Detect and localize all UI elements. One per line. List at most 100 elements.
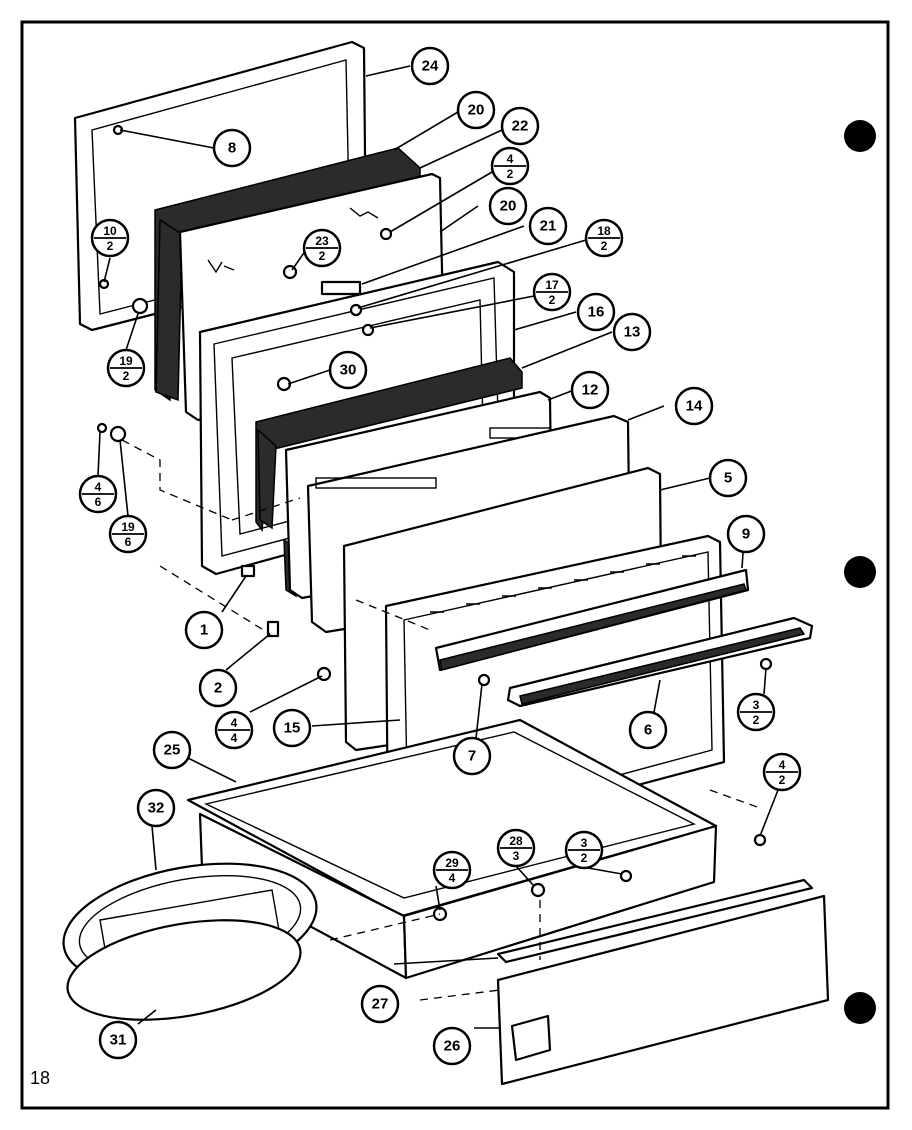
callout-denominator: 2 <box>107 239 114 253</box>
callout-label: 25 <box>164 742 181 759</box>
callout-label: 30 <box>340 362 357 379</box>
callout-label: 26 <box>444 1038 461 1055</box>
callout-label: 16 <box>588 304 605 321</box>
callout-circle <box>410 46 450 86</box>
callout-c13: 13 <box>612 312 652 352</box>
callout-numerator: 4 <box>95 480 102 494</box>
callout-circle <box>328 350 368 390</box>
callout-circle <box>488 186 528 226</box>
callout-label: 31 <box>110 1032 127 1049</box>
callout-denominator: 3 <box>513 849 520 863</box>
callout-circle <box>456 90 496 130</box>
callout-numerator: 3 <box>753 698 760 712</box>
callout-circle <box>452 736 492 776</box>
callout-label: 14 <box>686 398 703 415</box>
callout-c5: 5 <box>708 458 748 498</box>
callout-denominator: 4 <box>231 731 238 745</box>
callout-c23-2: 232 <box>302 228 342 268</box>
callout-denominator: 2 <box>123 369 130 383</box>
part-6-trim <box>506 616 814 708</box>
callout-label: 27 <box>372 996 389 1013</box>
callout-numerator: 4 <box>231 716 238 730</box>
callout-circle <box>432 1026 472 1066</box>
callout-label: 6 <box>644 722 652 739</box>
hardware-screws <box>96 124 773 922</box>
callout-c20b: 20 <box>488 186 528 226</box>
callout-circle <box>184 610 224 650</box>
callout-circle <box>674 386 714 426</box>
callout-c3-2b: 32 <box>564 830 604 870</box>
callout-circle <box>212 128 252 168</box>
page-number: 18 <box>30 1068 51 1088</box>
callout-c19-2: 192 <box>106 348 146 388</box>
callout-c8: 8 <box>212 128 252 168</box>
callout-c17-2: 172 <box>532 272 572 312</box>
callout-circle <box>708 458 748 498</box>
callout-label: 1 <box>200 622 208 639</box>
callout-c1: 1 <box>184 610 224 650</box>
callout-c6: 6 <box>628 710 668 750</box>
callout-c24: 24 <box>410 46 450 86</box>
callout-denominator: 2 <box>601 239 608 253</box>
callout-label: 24 <box>422 58 439 75</box>
callout-label: 15 <box>284 720 301 737</box>
callout-denominator: 2 <box>549 293 556 307</box>
callout-c16: 16 <box>576 292 616 332</box>
callout-circle <box>198 668 238 708</box>
callout-circle <box>360 984 400 1024</box>
callout-numerator: 10 <box>103 224 117 238</box>
callout-circle <box>98 1020 138 1060</box>
callout-circle <box>528 206 568 246</box>
callout-numerator: 18 <box>597 224 611 238</box>
callout-numerator: 29 <box>445 856 459 870</box>
callout-denominator: 2 <box>779 773 786 787</box>
callout-c29-4: 294 <box>432 850 472 890</box>
callout-label: 20 <box>468 102 485 119</box>
callout-label: 12 <box>582 382 599 399</box>
callout-circle <box>152 730 192 770</box>
callout-c4-4: 44 <box>214 710 254 750</box>
callout-c21: 21 <box>528 206 568 246</box>
callout-numerator: 19 <box>121 520 135 534</box>
callout-label: 8 <box>228 140 236 157</box>
part-9-handle-bar <box>434 568 750 672</box>
callout-denominator: 2 <box>319 249 326 263</box>
callout-c9: 9 <box>726 514 766 554</box>
callout-c31: 31 <box>98 1020 138 1060</box>
callout-c2: 2 <box>198 668 238 708</box>
alignment-lines <box>121 439 761 1001</box>
callout-denominator: 2 <box>581 851 588 865</box>
callout-c15: 15 <box>272 708 312 748</box>
callout-c19-6: 196 <box>108 514 148 554</box>
callout-c3-2a: 32 <box>736 692 776 732</box>
leader-lines <box>97 65 779 1029</box>
part-21-hinge-bracket <box>320 280 362 296</box>
callout-c7: 7 <box>452 736 492 776</box>
callout-numerator: 28 <box>509 834 523 848</box>
callout-circle <box>500 106 540 146</box>
callout-circle <box>628 710 668 750</box>
callout-denominator: 2 <box>753 713 760 727</box>
callout-numerator: 19 <box>119 354 133 368</box>
callout-label: 7 <box>468 748 476 765</box>
callout-c4-2a: 42 <box>490 146 530 186</box>
callout-denominator: 2 <box>507 167 514 181</box>
callout-numerator: 17 <box>545 278 559 292</box>
callout-label: 21 <box>540 218 557 235</box>
callout-c22: 22 <box>500 106 540 146</box>
binder-hole-bottom <box>844 992 876 1024</box>
callout-circle <box>272 708 312 748</box>
callout-circle <box>726 514 766 554</box>
callout-label: 5 <box>724 470 732 487</box>
binder-hole-middle <box>844 556 876 588</box>
callout-label: 20 <box>500 198 517 215</box>
callout-numerator: 23 <box>315 234 329 248</box>
callout-numerator: 3 <box>581 836 588 850</box>
callout-circle <box>570 370 610 410</box>
page-border <box>20 20 890 1110</box>
callout-c27: 27 <box>360 984 400 1024</box>
callout-c4-6: 46 <box>78 474 118 514</box>
binder-hole-top <box>844 120 876 152</box>
